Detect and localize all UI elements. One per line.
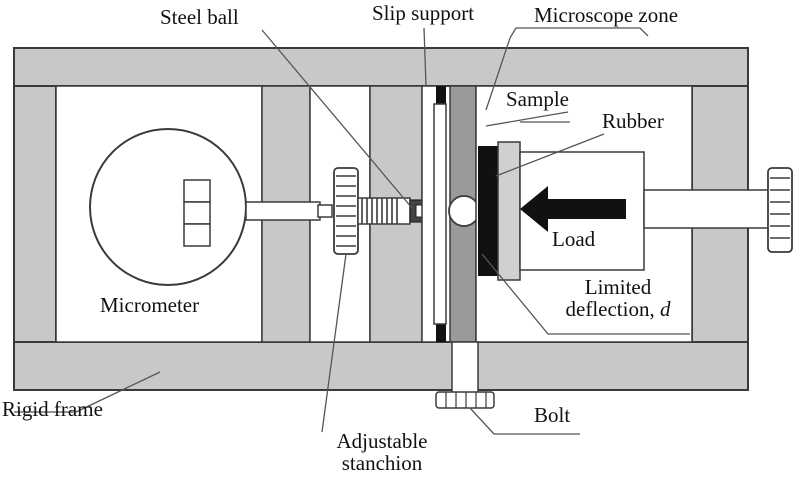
frame-left-post [13,85,57,343]
label-microscope-zone: Microscope zone [534,3,679,27]
micrometer-spindle [245,201,321,221]
leader-steel-ball [261,29,413,209]
label-limited-deflection-line1: Limited [584,275,652,299]
leader-rubber [495,133,605,177]
slip-support-window [433,103,447,325]
label-steel-ball: Steel ball [160,5,239,29]
stanchion-knob [333,167,359,255]
leader-microscope-zone-bracket [516,27,649,37]
label-limited-deflection-line2: deflection, d [556,298,680,320]
bolt-head [435,391,495,409]
loading-screw-knurl [770,177,790,239]
loading-screw-shaft [643,189,775,229]
loading-block [497,141,521,281]
loading-screw-knob [767,167,793,253]
leader-slip-support [423,27,427,87]
label-slip-support: Slip support [372,1,475,25]
label-deflection-symbol: d [659,297,671,322]
leader-rigid-frame [75,371,161,413]
label-limited-deflection-text: deflection, [565,297,655,322]
threaded-rod [357,197,411,225]
slip-support-top-pad [436,86,446,104]
label-load: Load [552,227,596,251]
micrometer-readout-middle [183,201,211,225]
leader-limited-deflection [481,253,690,335]
label-rigid-frame: Rigid frame [2,397,103,421]
leader-lines [14,27,690,435]
label-adjustable-stanchion-line2: stanchion [341,451,423,476]
stanchion-knob-knurl [336,175,356,247]
label-micrometer: Micrometer [100,293,200,317]
steel-ball [448,195,480,227]
threaded-rod-threads [361,198,398,224]
label-adjustable-stanchion: Adjustable stanchion [312,430,452,474]
label-bolt: Bolt [534,403,571,427]
micrometer-dial [89,128,247,286]
micrometer-spindle-tip [317,204,333,218]
bolt-head-detail [445,392,487,408]
load-arrow [520,186,626,232]
frame-top-rail [13,47,749,87]
micrometer-readout-bottom [183,223,211,247]
rubber-pad [478,146,498,276]
slip-support-bottom-pad [436,324,446,342]
leader-sample [485,111,569,127]
label-limited-deflection: Limited deflection, d [556,276,680,320]
leader-bolt [469,407,580,435]
bolt-shaft [451,341,479,395]
frame-bottom-rail [13,341,749,391]
label-adjustable-stanchion-line1: Adjustable [336,429,428,453]
leader-microscope-zone [485,27,517,111]
label-sample: Sample [506,87,569,111]
label-rubber: Rubber [602,109,664,133]
leader-adjustable-stanchion [321,253,347,433]
micrometer-readout-top [183,179,211,203]
